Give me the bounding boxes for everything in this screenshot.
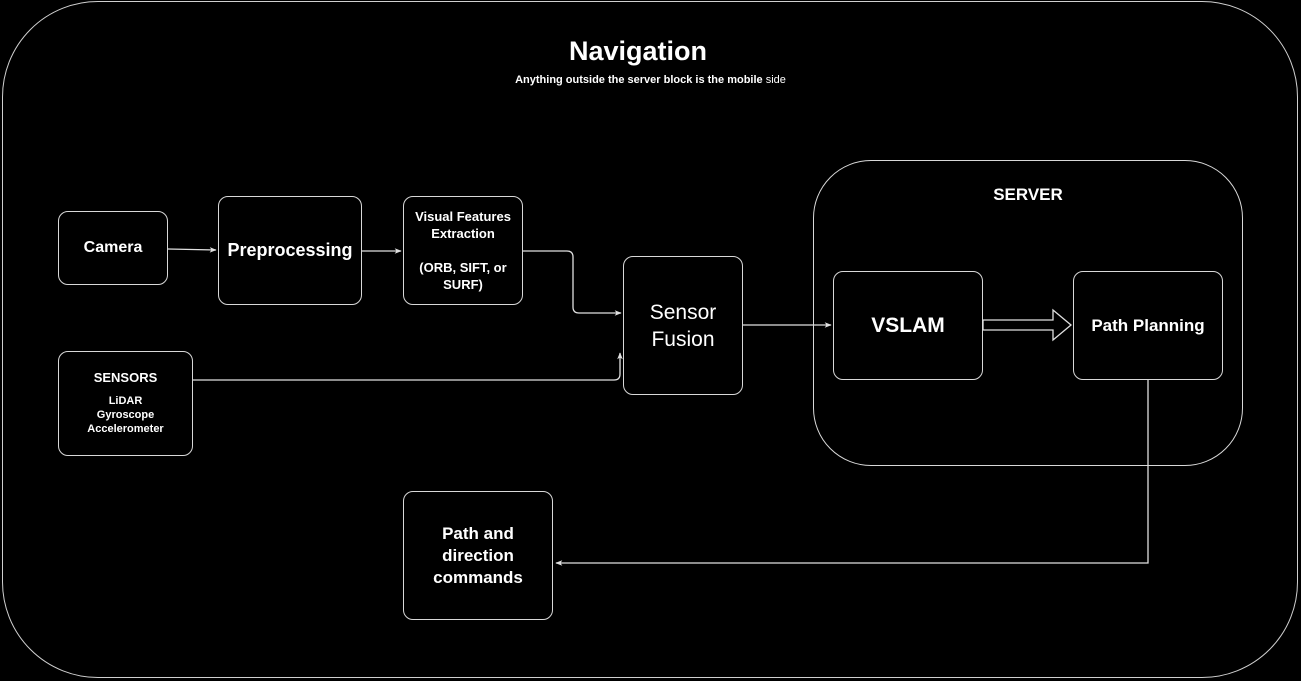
server-label: SERVER: [993, 185, 1063, 204]
sensors-accelerometer: Accelerometer: [87, 423, 164, 435]
visual-features-node[interactable]: Visual Features Extraction (ORB, SIFT, o…: [403, 196, 523, 305]
subtitle-plain-text: side: [762, 74, 786, 86]
sensors-heading: SENSORS: [93, 370, 158, 385]
commands-line3: commands: [433, 567, 523, 587]
visual-features-line4: SURF): [443, 277, 483, 292]
commands-line2: direction: [442, 545, 514, 565]
commands-line1: Path and: [442, 523, 514, 543]
camera-label: Camera: [83, 239, 143, 256]
diagram-title: Navigation: [568, 36, 708, 66]
sensor-fusion-line2: Fusion: [651, 327, 715, 351]
path-planning-node[interactable]: Path Planning: [1073, 271, 1223, 380]
visual-features-line2: Extraction: [431, 226, 495, 241]
sensors-node[interactable]: SENSORS LiDAR Gyroscope Accelerometer: [58, 351, 193, 456]
diagram-subtitle: Anything outside the server block is the…: [0, 72, 1301, 88]
sensor-fusion-node[interactable]: Sensor Fusion: [623, 256, 743, 395]
sensors-lidar: LiDAR: [108, 395, 143, 407]
vslam-label: VSLAM: [871, 313, 945, 337]
sensors-gyroscope: Gyroscope: [96, 409, 155, 421]
subtitle-bold-text: Anything outside the server block is the…: [515, 74, 763, 86]
commands-node[interactable]: Path and direction commands: [403, 491, 553, 620]
preprocessing-label: Preprocessing: [227, 240, 353, 260]
visual-features-line3: (ORB, SIFT, or: [419, 260, 507, 275]
visual-features-line1: Visual Features: [415, 209, 511, 224]
path-planning-label: Path Planning: [1091, 315, 1205, 335]
sensor-fusion-line1: Sensor: [649, 300, 717, 324]
camera-node[interactable]: Camera: [58, 211, 168, 285]
vslam-node[interactable]: VSLAM: [833, 271, 983, 380]
preprocessing-node[interactable]: Preprocessing: [218, 196, 362, 305]
